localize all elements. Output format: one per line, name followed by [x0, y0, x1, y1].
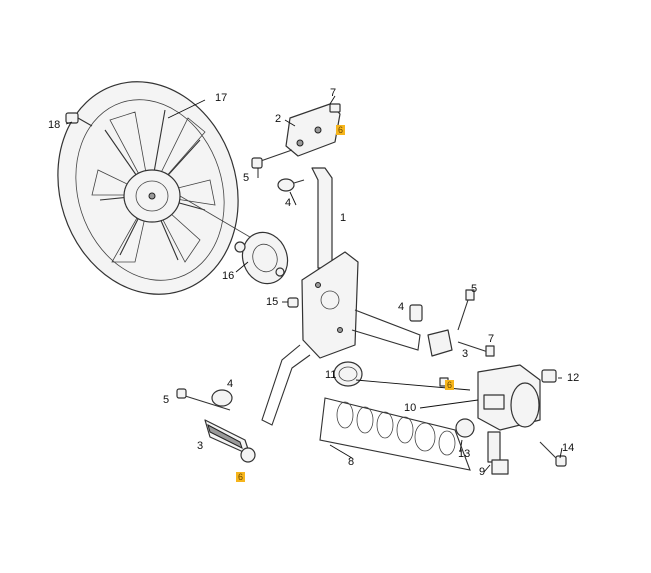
callout-6-right: 6 — [445, 380, 455, 390]
fan-assembly — [57, 81, 256, 295]
callout-5-left: 5 — [163, 394, 170, 406]
callout-15: 15 — [266, 296, 279, 308]
callout-2: 2 — [275, 113, 282, 125]
lower-bracket-3 — [176, 388, 256, 463]
callout-8: 8 — [348, 456, 355, 468]
callout-16: 16 — [222, 270, 235, 282]
nut-15 — [287, 297, 299, 308]
bolt-18 — [65, 112, 93, 127]
callout-6-top: 6 — [336, 125, 346, 135]
callout-14: 14 — [562, 442, 575, 454]
callout-7-right: 7 — [488, 333, 495, 345]
callout-1: 1 — [340, 212, 347, 224]
gasket-set-8 — [319, 397, 471, 471]
callout-4-top: 4 — [285, 197, 292, 209]
right-fasteners — [409, 289, 495, 387]
upper-bracket-2 — [251, 103, 341, 192]
callout-10: 10 — [404, 402, 417, 414]
callout-9: 9 — [479, 466, 486, 478]
pulley-16 — [234, 231, 289, 285]
callout-18: 18 — [48, 119, 61, 131]
seal-11 — [333, 361, 363, 387]
callout-4-left: 4 — [227, 378, 234, 390]
bracket-1 — [261, 167, 421, 426]
callout-12: 12 — [567, 372, 580, 384]
callout-7-top: 7 — [330, 87, 337, 99]
callout-5-right: 5 — [471, 283, 478, 295]
callout-13: 13 — [458, 448, 471, 460]
callout-3-left: 3 — [197, 440, 204, 452]
callout-4-right: 4 — [398, 301, 405, 313]
callout-17: 17 — [215, 92, 228, 104]
callout-3-right: 3 — [462, 348, 469, 360]
pump-assembly — [455, 364, 567, 475]
callout-5-top: 5 — [243, 172, 250, 184]
callout-11: 11 — [325, 369, 337, 381]
callout-6-bottom: 6 — [236, 472, 246, 482]
